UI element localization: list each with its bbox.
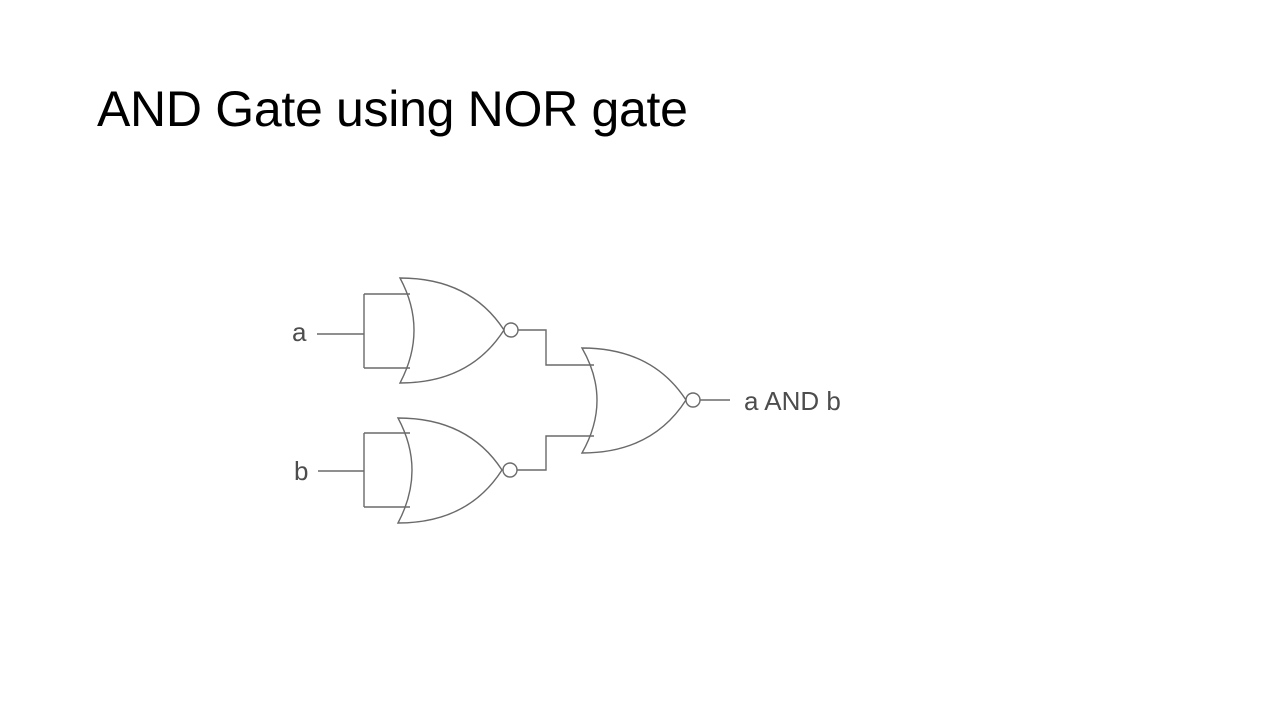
input-label-a: a <box>292 317 307 347</box>
nor-gate-a <box>398 277 519 384</box>
input-a-wires <box>317 293 410 369</box>
nor-gate-a-bubble <box>503 322 519 338</box>
nor-gate-b <box>396 417 518 524</box>
nor-gate-output-bubble <box>685 392 701 408</box>
intermediate-wires <box>517 329 594 471</box>
nor-gate-output <box>580 347 730 454</box>
slide-title: AND Gate using NOR gate <box>97 81 688 137</box>
nor-gate-b-bubble <box>502 462 518 478</box>
input-b-wires <box>318 432 410 508</box>
output-label: a AND b <box>744 386 841 416</box>
input-label-b: b <box>294 456 308 486</box>
